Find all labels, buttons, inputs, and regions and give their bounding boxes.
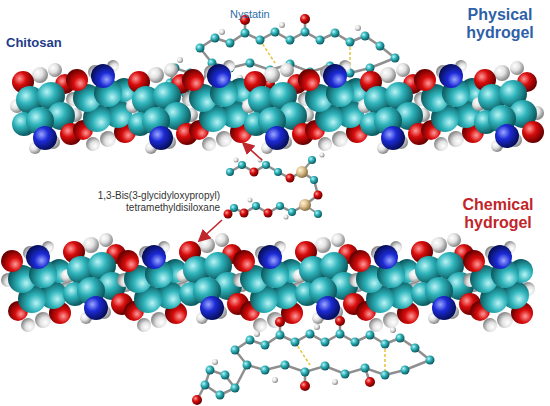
crosslinker-molecule	[224, 153, 325, 220]
chitosan-chain	[1, 233, 535, 405]
hydrogel-title: Chemical hydrogel	[450, 196, 546, 233]
chitosan-chain	[10, 14, 544, 154]
crosslinker-name: 1,3-Bis(3-glycidyloxypropyl) tetramethyl…	[70, 190, 220, 213]
arrow	[244, 144, 262, 160]
molecule-name: Chitosan	[6, 36, 86, 51]
hydrogel-title: Physical hydrogel	[455, 6, 545, 43]
arrow	[200, 220, 222, 240]
molecule-name: Nystatin	[230, 8, 310, 21]
